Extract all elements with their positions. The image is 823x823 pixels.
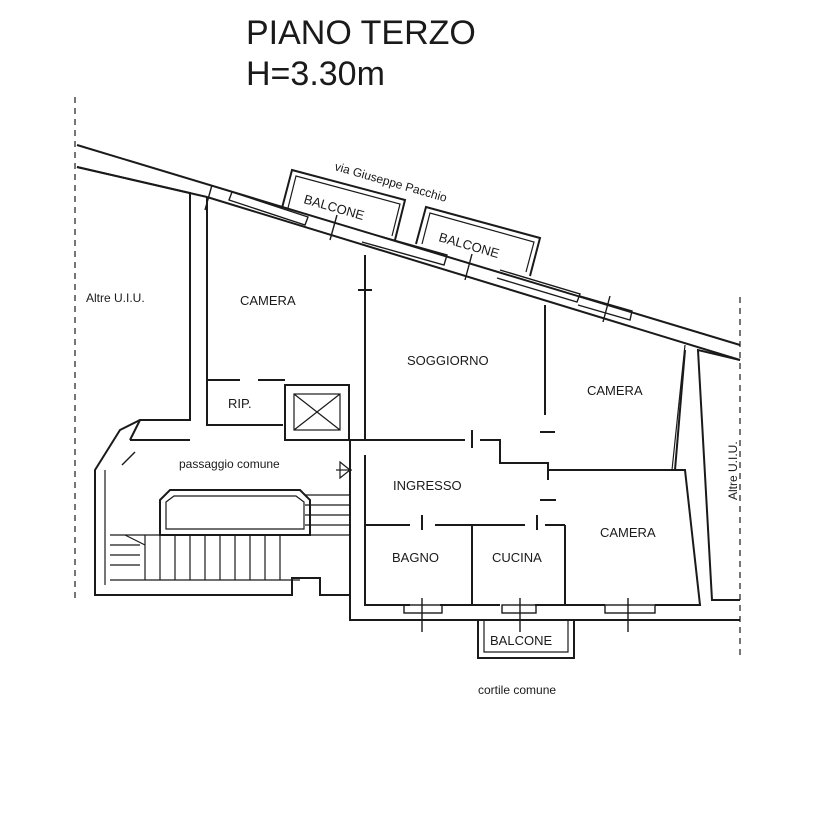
- south-balcony-label: BALCONE: [490, 633, 552, 648]
- staircase: [110, 489, 350, 581]
- ceiling-height: H=3.30m: [246, 55, 385, 93]
- courtyard-label: cortile comune: [478, 683, 556, 697]
- cucina-label: CUCINA: [492, 550, 542, 565]
- camera-nw-label: CAMERA: [240, 293, 296, 308]
- left-neighbour-walls: [76, 166, 191, 441]
- plan-title: PIANO TERZO: [246, 14, 476, 52]
- south-balcony: [477, 620, 575, 659]
- soggiorno-label: SOGGIORNO: [407, 353, 489, 368]
- street-name-label: via Giuseppe Pacchio: [333, 159, 449, 205]
- facade-openings: [204, 184, 633, 323]
- common-passage-label: passaggio comune: [179, 457, 280, 471]
- ingresso-label: INGRESSO: [393, 478, 462, 493]
- camera-se-label: CAMERA: [600, 525, 656, 540]
- lower-windows: [403, 598, 656, 632]
- north-balcony-left: [281, 168, 407, 241]
- north-balcony-left-label: BALCONE: [302, 191, 366, 223]
- street-facade-wall: [76, 144, 741, 361]
- common-passage-walls: [94, 419, 352, 596]
- camera-east-label: CAMERA: [587, 383, 643, 398]
- left-units-label: Altre U.I.U.: [86, 291, 145, 305]
- bagno-label: BAGNO: [392, 550, 439, 565]
- north-balcony-right: [415, 205, 542, 277]
- right-units-label: Altre U.I.U.: [726, 441, 740, 500]
- ripostiglio-label: RIP.: [228, 396, 252, 411]
- interior-walls: [206, 197, 740, 621]
